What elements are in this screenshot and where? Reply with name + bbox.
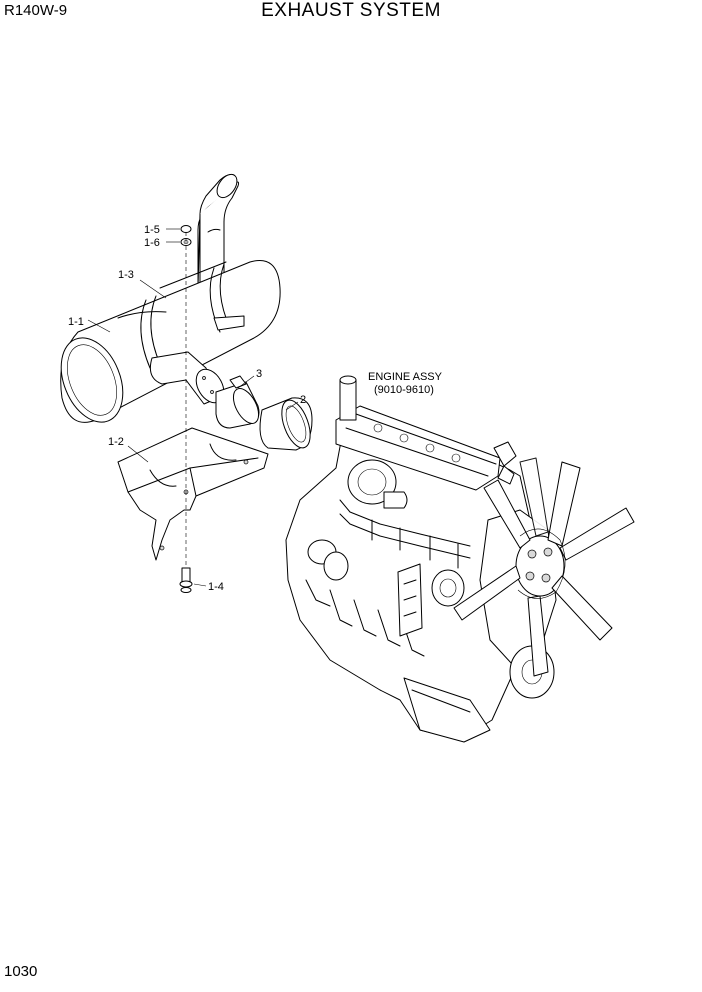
- callout-1-1: 1-1: [68, 316, 84, 328]
- engine-assembly: [285, 375, 635, 743]
- page-number: 1030: [4, 963, 38, 980]
- engine-assy-label: ENGINE ASSY: [368, 371, 443, 383]
- leader-lines: [87, 228, 299, 587]
- callout-1-4: 1-4: [208, 581, 224, 593]
- callout-1-6: 1-6: [144, 237, 160, 249]
- callout-1-2: 1-2: [108, 436, 124, 448]
- muffler-bracket: [117, 427, 269, 561]
- page-title: EXHAUST SYSTEM: [261, 0, 441, 21]
- model-code: R140W-9: [4, 2, 68, 19]
- callout-1-5: 1-5: [144, 224, 160, 236]
- callout-3: 3: [256, 368, 262, 380]
- callout-2: 2: [300, 394, 306, 406]
- engine-assy-range: (9010-9610): [374, 384, 434, 396]
- pipe-clamp: [215, 375, 260, 429]
- callout-1-3: 1-3: [118, 269, 134, 281]
- exhaust-pipe: [259, 397, 313, 451]
- exhaust-stack-pipe: [197, 173, 240, 291]
- mounting-bolt: [179, 567, 193, 593]
